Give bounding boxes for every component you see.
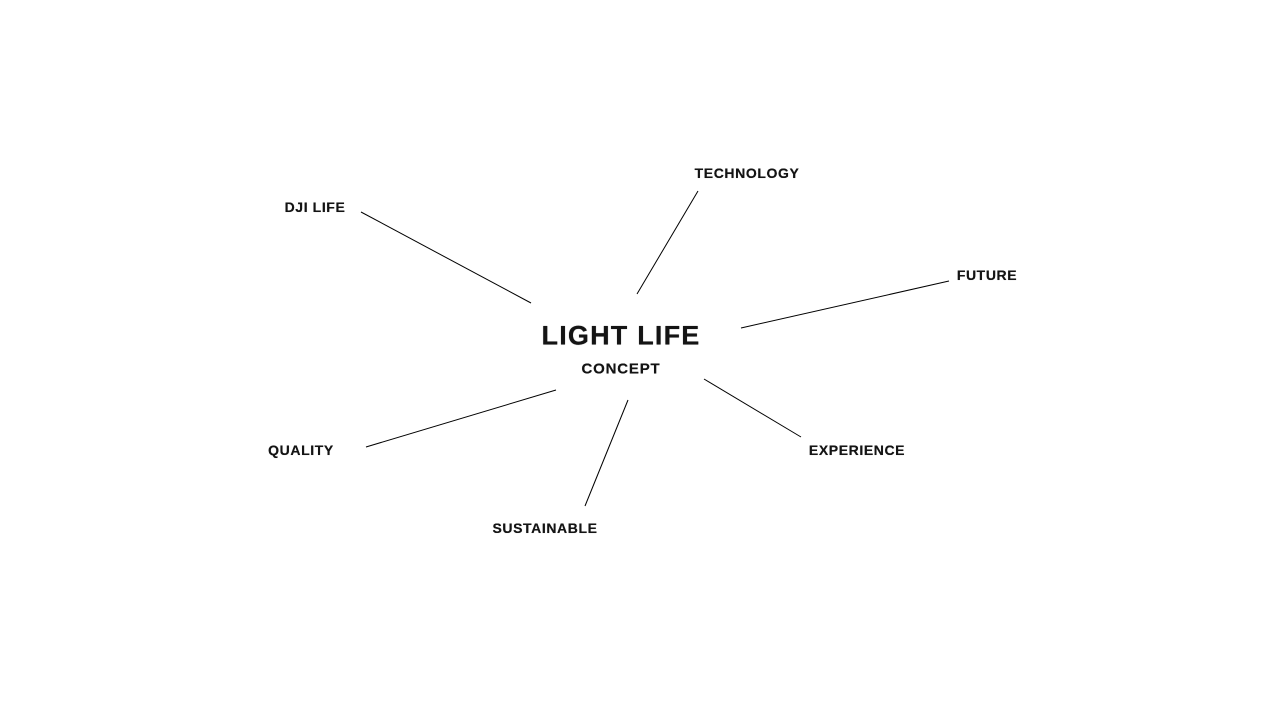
- center-subtitle: CONCEPT: [581, 360, 661, 378]
- connector-line-sustainable: [584, 399, 629, 507]
- connector-line-dji-life: [360, 211, 532, 304]
- center-title: LIGHT LIFE: [541, 320, 701, 351]
- connector-line-technology: [636, 190, 699, 295]
- connector-line-experience: [703, 378, 802, 438]
- node-label-future: FUTURE: [956, 267, 1018, 283]
- connector-line-future: [740, 280, 950, 329]
- node-label-experience: EXPERIENCE: [808, 442, 906, 458]
- node-label-dji-life: DJI LIFE: [284, 199, 346, 215]
- connector-line-quality: [365, 389, 557, 448]
- node-label-quality: QUALITY: [268, 442, 334, 458]
- node-label-sustainable: SUSTAINABLE: [492, 520, 598, 536]
- node-label-technology: TECHNOLOGY: [694, 165, 800, 181]
- center-node: LIGHT LIFE CONCEPT: [542, 321, 701, 378]
